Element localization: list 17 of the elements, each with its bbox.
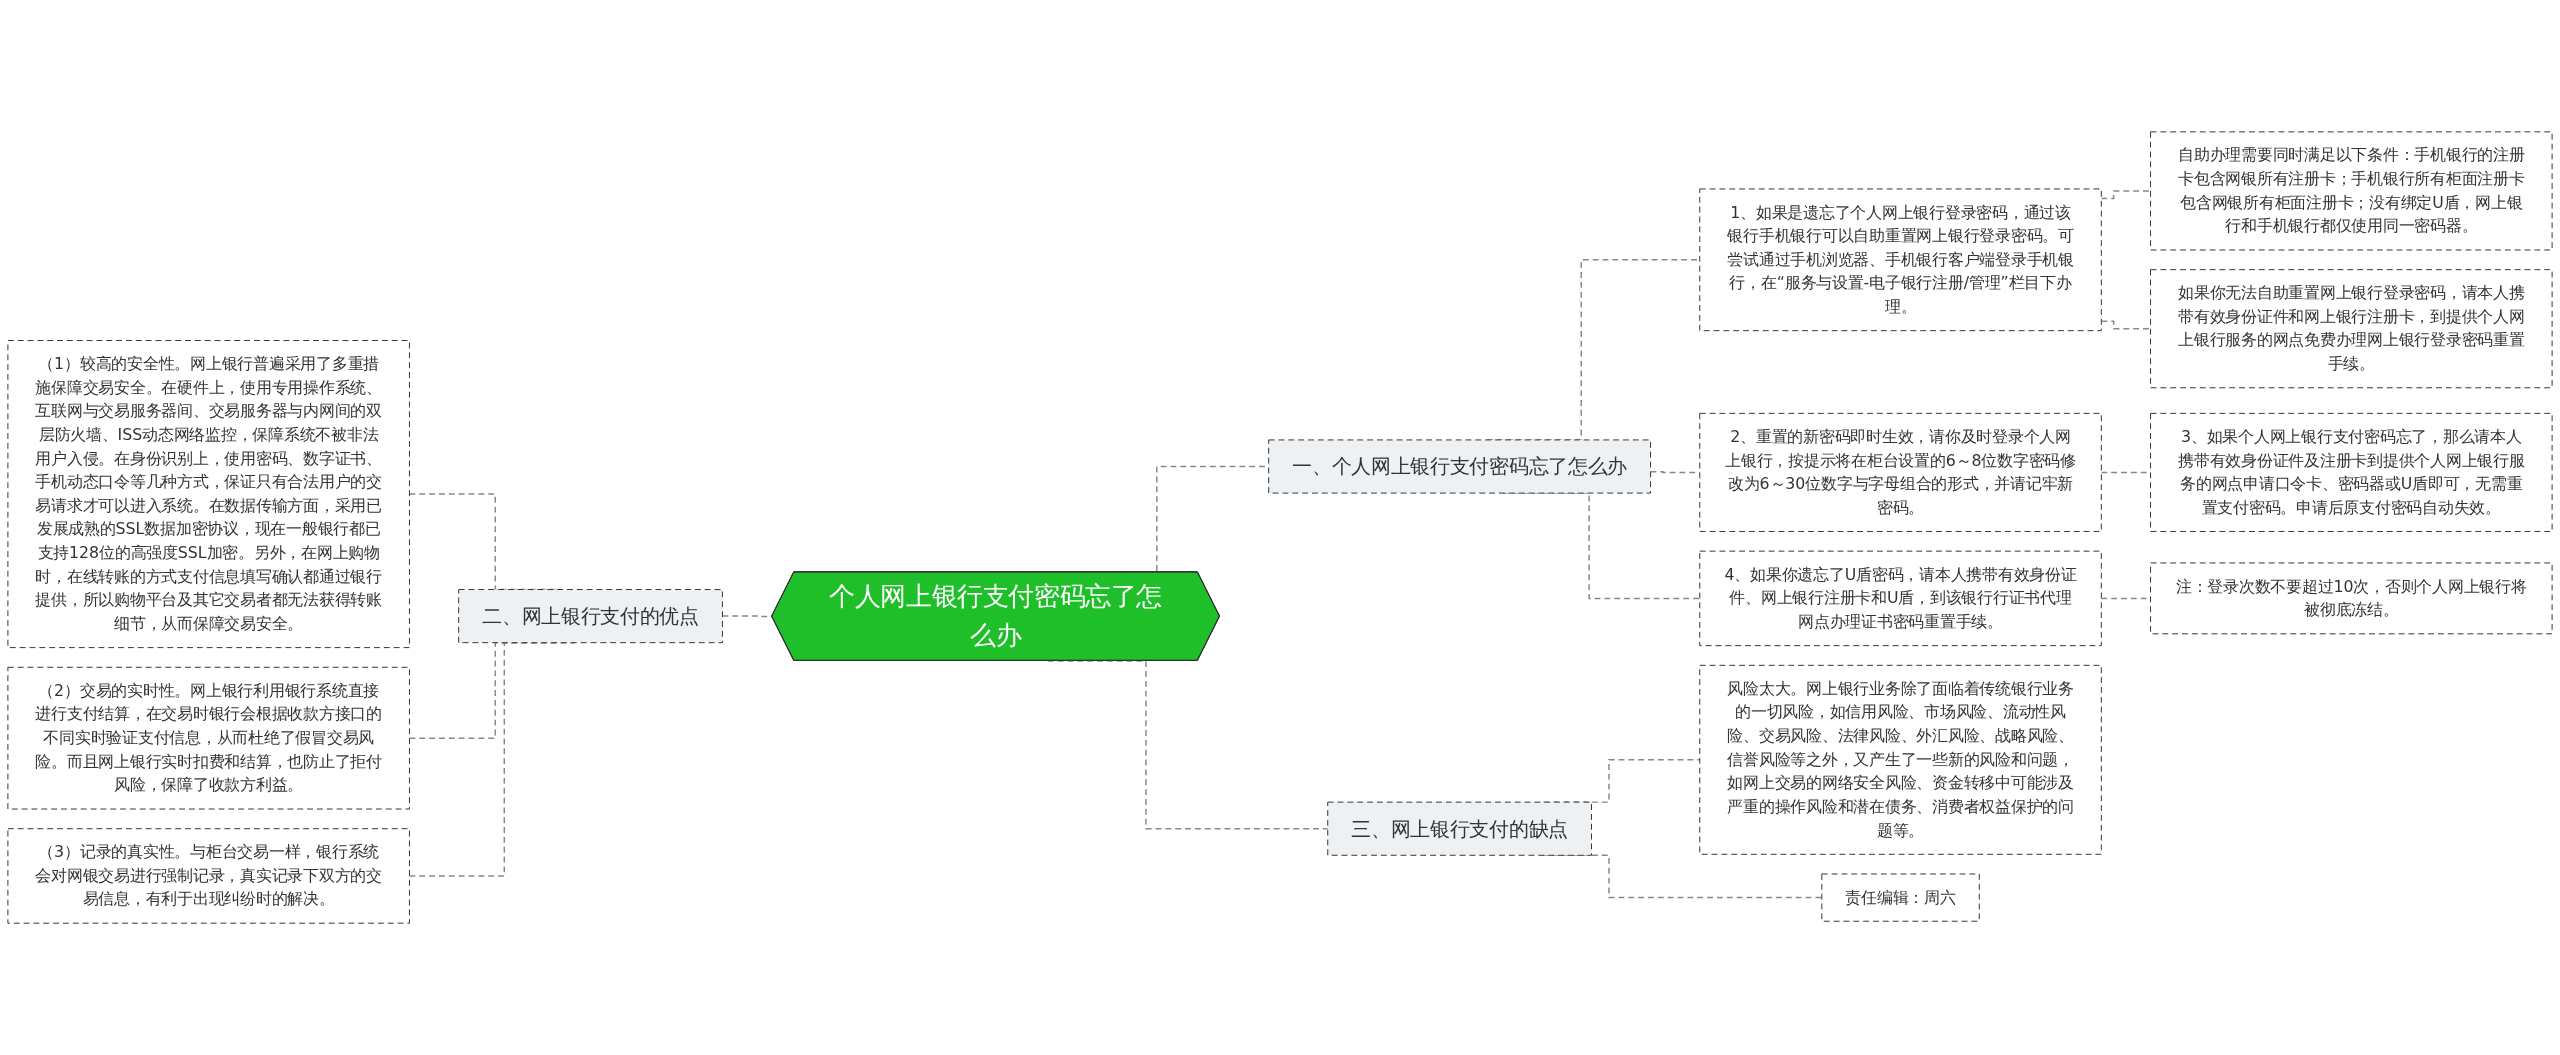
- node-box: 责任编辑：周六: [1821, 873, 1980, 922]
- node-box: 如果你无法自助重置网上银行登录密码，请本人携带有效身份证件和网上银行注册卡，到提供个人网上银行服务的网点免费办理网上银行登录密码重置手续。: [2150, 269, 2553, 389]
- node-box: 风险太大。网上银行业务除了面临着传统银行业务的一切风险，如信用风险、市场风险、流动性风险、交易风险、法律风险、外汇风险、战略风险、信誉风险等之外，又产生了一些新的风险和问题，如网上交易的网络安全风险、资金转移中可能涉及严重的操作风险和潜在债务、消费者权益保护的问题等。: [1699, 664, 2102, 855]
- node-box: （1）较高的安全性。网上银行普遍采用了多重措施保障交易安全。在硬件上，使用专用操作系统、互联网与交易服务器间、交易服务器与内网间的双层防火墙、ISS动态网络监控，保障系统不被非法用户入侵。在身份识别上，使用密码、数字证书、手机动态口令等几种方式，保证只有合法用户的交易请求才可以进入系统。在数据传输方面，采用已发展成熟的SSL数据加密协议，现在一般银行都已支持128位的高强度SSL加密。另外，在网上购物时，在线转账的方式支付信息填写确认都通过银行提供，所以购物平台及其它交易者都无法获得转账细节，从而保障交易安全。: [7, 340, 410, 649]
- node-box: 3、如果个人网上银行支付密码忘了，那么请本人携带有效身份证件及注册卡到提供个人网上银行服务的网点申请口令卡、密码器或U盾即可，无需重置支付密码。申请后原支付密码自动失效。: [2150, 412, 2553, 532]
- node-box: 1、如果是遗忘了个人网上银行登录密码，通过该银行手机银行可以自助重置网上银行登录密码。可尝试通过手机浏览器、手机银行客户端登录手机银行，在“服务与设置-电子银行注册/管理”栏目下办理。: [1699, 188, 2102, 332]
- node-box: （2）交易的实时性。网上银行利用银行系统直接进行支付结算，在交易时银行会根据收款方接口的不同实时验证支付信息，从而杜绝了假冒交易风险。而且网上银行实时扣费和结算，也防止了拒付风险，保障了收款方利益。: [7, 666, 410, 810]
- connector: [2100, 320, 2152, 330]
- node-box: （3）记录的真实性。与柜台交易一样，银行系统会对网银交易进行强制记录，真实记录下双方的交易信息，有利于出现纠纷时的解决。: [7, 828, 410, 924]
- node-box: 二、网上银行支付的优点: [458, 589, 723, 644]
- node-box: 2、重置的新密码即时生效，请你及时登录个人网上银行，按提示将在柜台设置的6～8位数字密码修改为6～30位数字与字母组合的形式，并请记牢新密码。: [1699, 412, 2102, 532]
- node-box: 三、网上银行支付的缺点: [1327, 801, 1592, 856]
- node-box: 自助办理需要同时满足以下条件：手机银行的注册卡包含网银所有注册卡；手机银行所有柜面注册卡包含网银所有柜面注册卡；没有绑定U盾，网上银行和手机银行都仅使用同一密码器。: [2150, 131, 2553, 251]
- node-box: 一、个人网上银行支付密码忘了怎么办: [1268, 439, 1652, 494]
- node-box: 注：登录次数不要超过10次，否则个人网上银行将被彻底冻结。: [2150, 562, 2553, 635]
- connector: [2100, 190, 2152, 200]
- node-box: 4、如果你遗忘了U盾密码，请本人携带有效身份证件、网上银行注册卡和U盾，到该银行行证书代理网点办理证书密码重置手续。: [1699, 550, 2102, 647]
